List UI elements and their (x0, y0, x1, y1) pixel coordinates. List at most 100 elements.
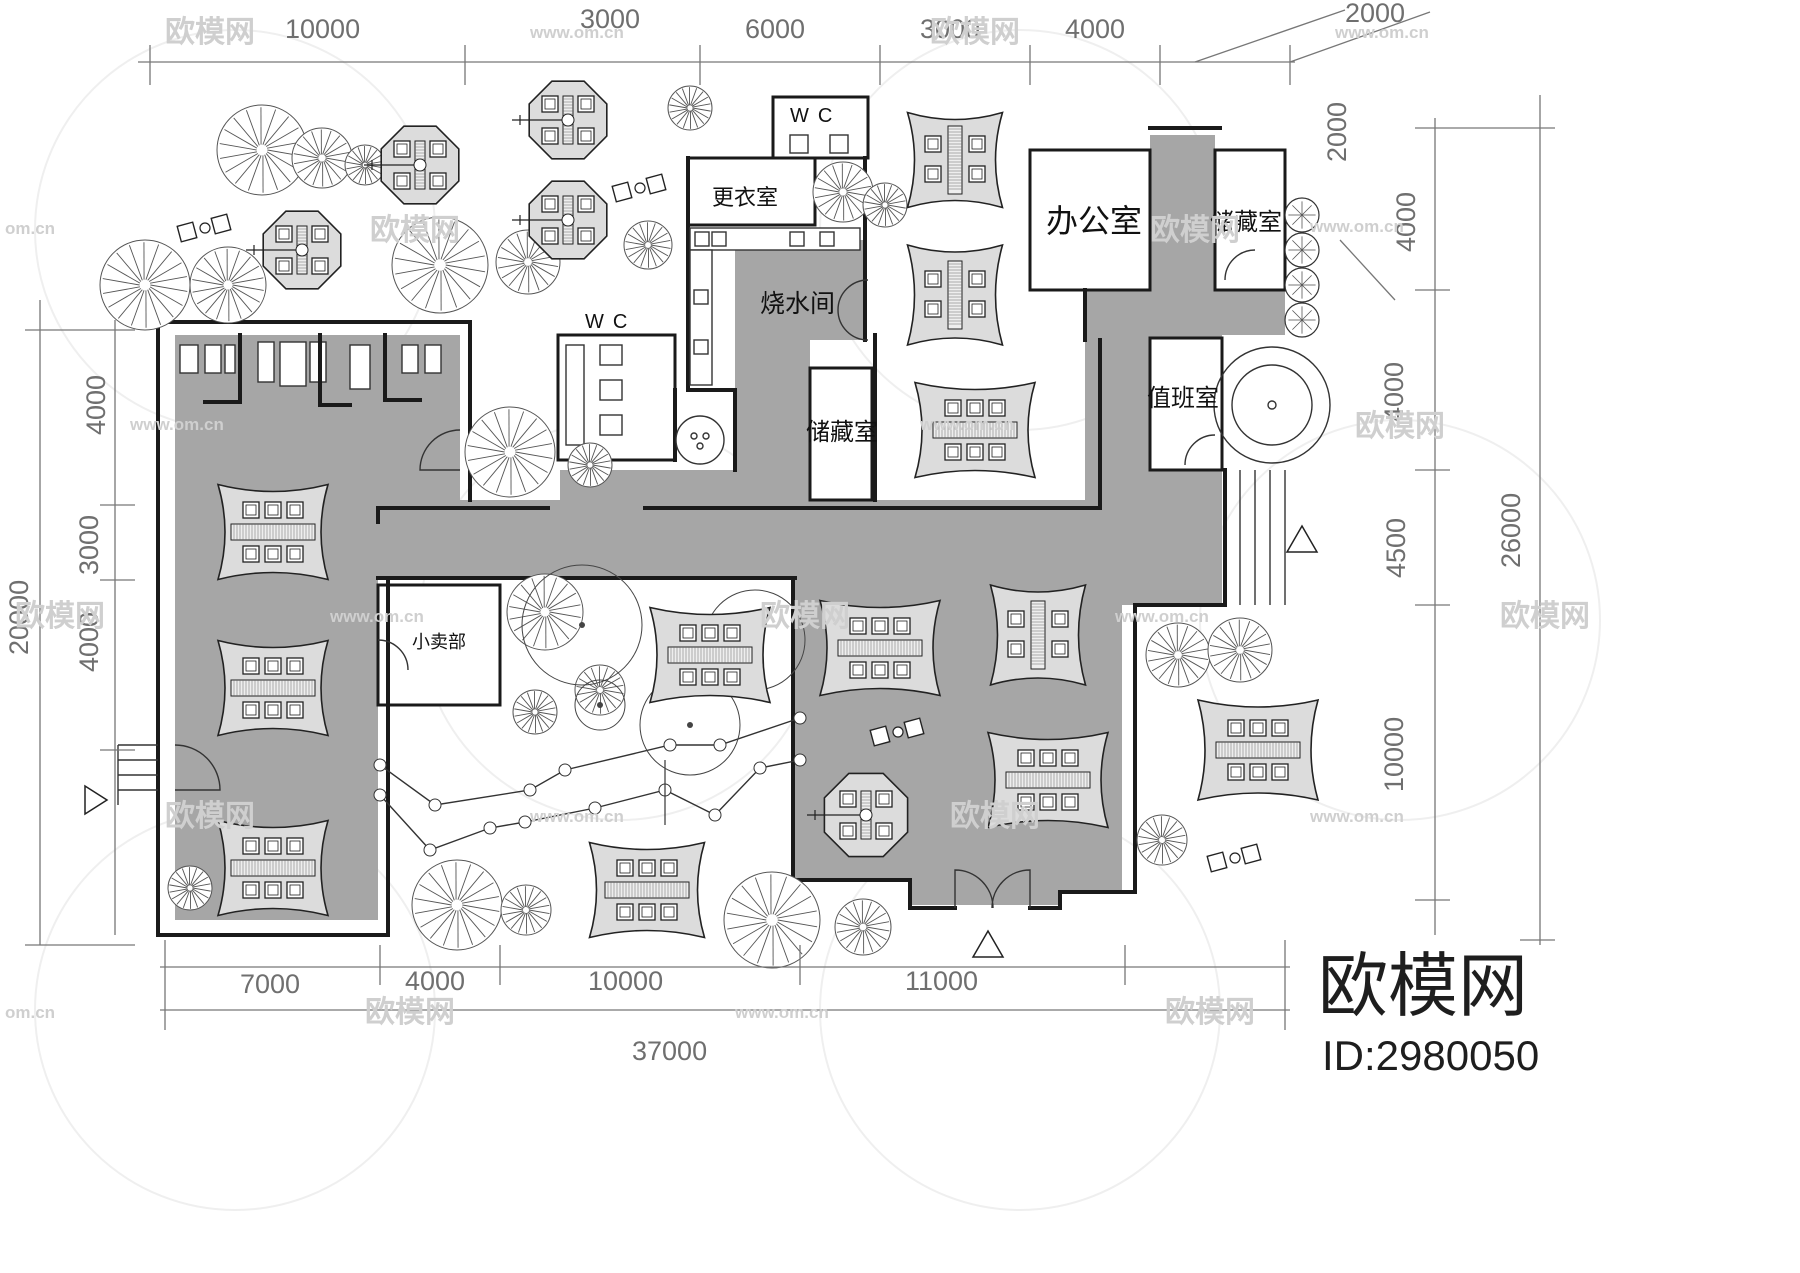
tent-table-6 (986, 731, 1110, 829)
doors (174, 249, 1256, 909)
dim-left-4: 20000 (4, 580, 34, 655)
dim-top-1: 10000 (285, 14, 360, 44)
entrance-marker-icon (1285, 524, 1319, 553)
seat (968, 135, 986, 153)
seat (968, 300, 986, 318)
seat (1051, 640, 1069, 658)
seat (723, 668, 741, 686)
umbrella-table (512, 180, 608, 260)
tree-icon (500, 884, 552, 936)
tent-table-6 (216, 819, 330, 917)
seat (1227, 763, 1245, 781)
seat (893, 661, 911, 679)
seat (286, 837, 304, 855)
dimension-lines (25, 9, 1555, 1030)
seat (616, 859, 634, 877)
tent-table-6 (818, 599, 942, 697)
watermark-brand: 欧模网 (1500, 599, 1590, 634)
seat (1249, 719, 1267, 737)
umbrella-table (246, 210, 342, 290)
chair (1240, 843, 1262, 865)
dim-top-4: 3000 (920, 14, 980, 44)
landscape-and-furniture (84, 80, 1320, 969)
dim-left-1: 4000 (81, 375, 111, 435)
seat (616, 903, 634, 921)
walkway-post (708, 808, 722, 822)
dim-right-4: 4500 (1381, 518, 1411, 578)
seat (242, 701, 260, 719)
seat (577, 195, 595, 213)
chair (869, 725, 891, 747)
walkway-post (373, 758, 387, 772)
kiosk-room (376, 583, 502, 707)
seat (1017, 749, 1035, 767)
dim-right-5: 26000 (1496, 493, 1526, 568)
shrub-icon (1284, 197, 1320, 233)
entrance-marker-icon (971, 929, 1005, 958)
tree-icon (506, 573, 584, 651)
tree-icon (167, 865, 213, 911)
seat (638, 859, 656, 877)
tree-icon (411, 859, 503, 951)
seat (429, 140, 447, 158)
bistro-set (1206, 843, 1262, 873)
seat (968, 270, 986, 288)
seat (1061, 793, 1079, 811)
watermark-brand: 欧模网 (1355, 409, 1445, 444)
watermark-site: www.om.cn (1114, 607, 1209, 626)
seat (638, 903, 656, 921)
seat (1007, 610, 1025, 628)
dim-top-6: 2000 (1345, 0, 1405, 28)
watermark-site: www.om.cn (1309, 217, 1404, 236)
dim-bottom-5: 37000 (632, 1036, 707, 1066)
canopy-circle (521, 564, 643, 686)
seat (275, 257, 293, 275)
watermark-brand: 欧模网 (15, 599, 105, 634)
seat (660, 903, 678, 921)
canopy-center (579, 622, 585, 628)
tree-icon (723, 871, 821, 969)
seat (968, 165, 986, 183)
tree-icon (1207, 617, 1273, 683)
seat (893, 617, 911, 635)
seat (924, 300, 942, 318)
round-feature (1213, 346, 1331, 464)
seat (1227, 719, 1245, 737)
dim-top-2: 3000 (580, 4, 640, 34)
seat (944, 443, 962, 461)
seat (242, 545, 260, 563)
umbrella-table (364, 125, 460, 205)
table (1030, 600, 1046, 670)
duty-room (1148, 336, 1224, 472)
tree-icon (99, 239, 191, 331)
seat (286, 701, 304, 719)
watermark-brand: 欧模网 (365, 995, 455, 1030)
seat (1039, 793, 1057, 811)
bistro-set (869, 717, 925, 747)
model-id-text: ID:2980050 (1322, 1032, 1539, 1079)
label-office: 办公室 (1046, 202, 1142, 240)
umbrella-pole (561, 213, 575, 227)
seat (429, 172, 447, 190)
tent-table-6 (216, 483, 330, 581)
seat (849, 661, 867, 679)
tree-icon (1145, 622, 1211, 688)
watermark-brand: 欧模网 (165, 799, 255, 834)
tree-icon (291, 127, 353, 189)
label-kiosk: 小卖部 (412, 632, 466, 653)
seat (871, 661, 889, 679)
tree-icon (862, 182, 908, 228)
dim-top-3: 6000 (745, 14, 805, 44)
seat (311, 257, 329, 275)
seat (875, 790, 893, 808)
tent-table-4 (989, 583, 1087, 687)
walkway-post (373, 788, 387, 802)
seat (944, 399, 962, 417)
tree-icon (667, 85, 713, 131)
dim-bottom-3: 10000 (588, 966, 663, 996)
seat (264, 701, 282, 719)
seat (264, 837, 282, 855)
tree-icon (391, 216, 489, 314)
label-wc-top: WC (790, 105, 841, 127)
